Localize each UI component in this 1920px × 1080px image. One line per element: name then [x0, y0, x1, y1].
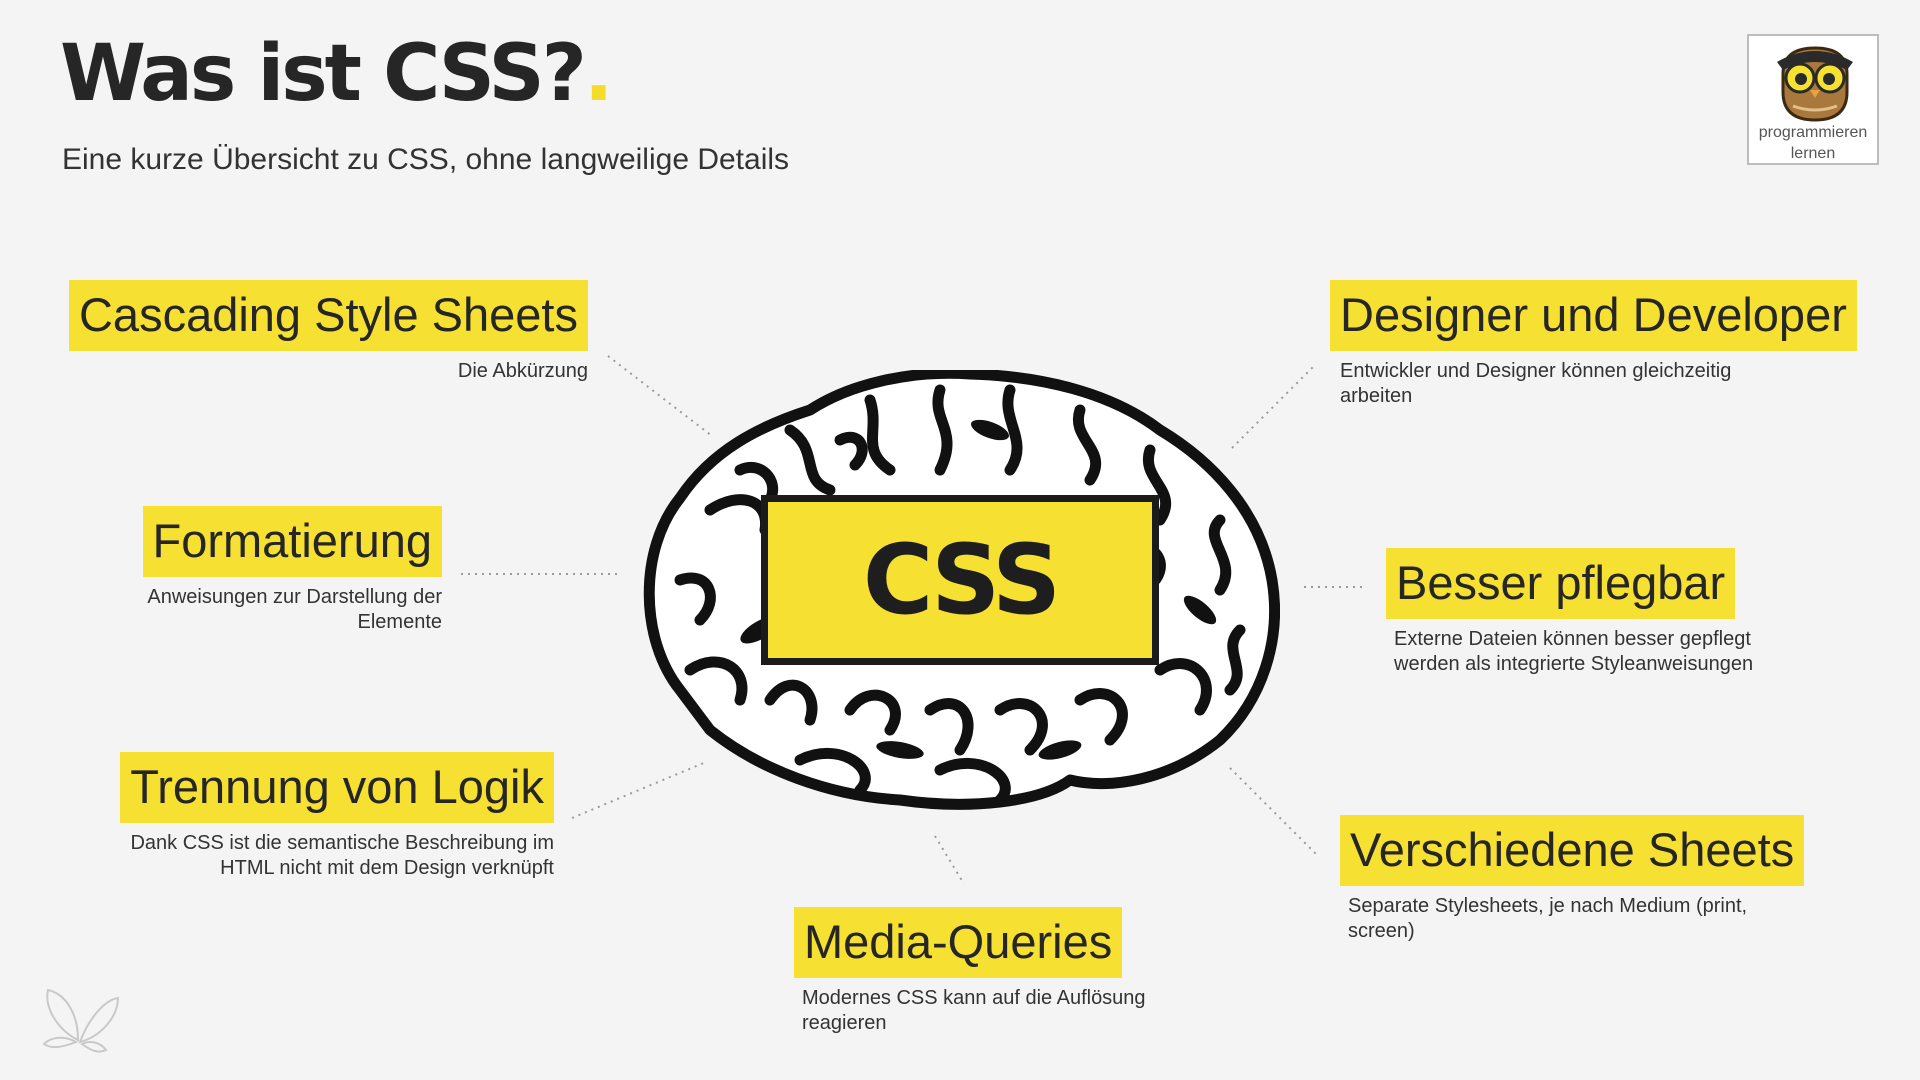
title-dot: . [583, 29, 614, 119]
topic-description: Dank CSS ist die semantische Beschreibun… [130, 832, 554, 879]
topic-description: Die Abkürzung [457, 360, 588, 382]
title-text: Was ist CSS? [60, 29, 587, 119]
topic-label: Designer und Developer [1330, 280, 1857, 351]
logo-line-2: lernen [1790, 145, 1836, 162]
topic-description: Separate Stylesheets, je nach Medium (pr… [1348, 895, 1748, 942]
topic-label: Media-Queries [794, 907, 1123, 978]
css-center-label: CSS [761, 495, 1159, 665]
page-subtitle: Eine kurze Übersicht zu CSS, ohne langwe… [62, 143, 790, 176]
topic-label: Trennung von Logik [120, 752, 554, 823]
topic-description: Modernes CSS kann auf die Auflösung reag… [802, 987, 1146, 1034]
topic-label: Formatierung [142, 506, 442, 577]
topic-label: Verschiedene Sheets [1340, 815, 1805, 886]
connector-abbreviation [607, 355, 713, 437]
connector-media [934, 835, 965, 885]
topic-label: Besser pflegbar [1386, 548, 1736, 619]
topic-description: Anweisungen zur Darstellung der Elemente [147, 586, 442, 633]
connector-designer [1231, 363, 1317, 449]
programmieren-lernen-logo: programmieren lernen [1747, 34, 1879, 165]
page-title: Was ist CSS?. [60, 29, 614, 119]
butterfly-icon [42, 988, 120, 1053]
logo-text: programmieren lernen [1749, 122, 1877, 164]
topic-cascading-style-sheets: Cascading Style Sheets Die Abkürzung [66, 280, 588, 384]
topic-label: Cascading Style Sheets [68, 280, 588, 351]
topic-trennung-von-logik: Trennung von Logik Dank CSS ist die sema… [116, 752, 554, 881]
topic-besser-pflegbar: Besser pflegbar Externe Dateien können b… [1386, 548, 1806, 677]
owl-icon [1777, 46, 1853, 122]
topic-formatierung: Formatierung Anweisungen zur Darstellung… [120, 506, 442, 635]
css-center-text: CSS [862, 524, 1061, 636]
topic-description: Externe Dateien können besser gepflegt w… [1394, 628, 1754, 675]
topic-verschiedene-sheets: Verschiedene Sheets Separate Stylesheets… [1340, 815, 1840, 944]
topic-media-queries: Media-Queries Modernes CSS kann auf die … [794, 907, 1184, 1036]
topic-designer-und-developer: Designer und Developer Entwickler und De… [1330, 280, 1870, 409]
topic-description: Entwickler und Designer können gleichzei… [1340, 360, 1732, 407]
logo-line-1: programmieren [1758, 124, 1868, 141]
